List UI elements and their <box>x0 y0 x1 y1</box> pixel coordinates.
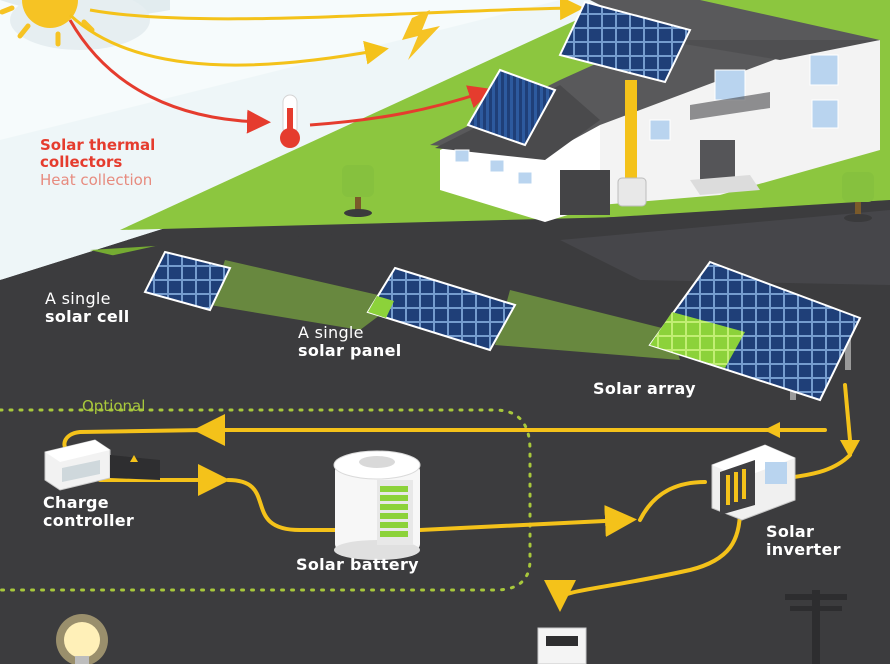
solar-battery-illustration <box>333 450 421 560</box>
optional-label: Optional <box>82 397 146 415</box>
solar-inverter-label-line2: inverter <box>766 540 841 559</box>
charge-controller-label-line1: Charge <box>43 493 109 512</box>
progression-beam <box>210 260 400 330</box>
lightning-bolt-icon <box>402 10 440 60</box>
sun-icon <box>0 0 95 47</box>
thermal-title-line1: Solar thermal <box>40 136 156 154</box>
solar-panel-label-line2: solar panel <box>298 341 402 360</box>
solar-inverter-label-line1: Solar <box>766 522 815 541</box>
sunlight-arrow-to-bolt <box>68 13 389 67</box>
progression-beam <box>495 290 680 360</box>
heat-collection-label: Heat collection <box>40 171 153 189</box>
roof-solar-panels <box>558 0 692 84</box>
solar-array-illustration <box>648 260 862 402</box>
solar-array-label-text: Solar array <box>593 379 696 398</box>
tree <box>342 165 374 217</box>
charge-controller-illustration <box>44 439 160 491</box>
heat-arrow-to-collectors <box>309 85 493 127</box>
solar-battery-label-text: Solar battery <box>296 555 419 574</box>
light-bulb-icon <box>56 614 108 664</box>
optional-boundary <box>0 408 532 592</box>
sunlight-arrow-to-panels <box>89 0 584 21</box>
charge-controller-label-line2: controller <box>43 511 135 530</box>
tree <box>842 172 874 222</box>
charge-controller-label: Charge controller <box>43 494 134 530</box>
warning-icon <box>130 455 138 462</box>
solar-cell-label-line2: solar cell <box>45 307 130 326</box>
utility-pole-icon <box>785 590 847 664</box>
solar-thermal-collectors <box>466 68 557 147</box>
electric-meter-icon <box>537 627 587 664</box>
solar-cell-label-line1: A single <box>45 289 111 308</box>
solar-panel-label: A single solar panel <box>298 324 402 360</box>
solar-panel-illustration <box>366 266 517 352</box>
solar-inverter-label: Solar inverter <box>766 523 841 559</box>
solar-cell-label: A single solar cell <box>45 290 130 326</box>
solar-panel-label-line1: A single <box>298 323 364 342</box>
solar-array-label: Solar array <box>593 380 696 398</box>
solar-thermal-collectors-label: Solar thermal collectors <box>40 137 155 171</box>
thermal-title-line2: collectors <box>40 153 123 171</box>
solar-cell-illustration <box>143 250 232 312</box>
solar-battery-label: Solar battery <box>296 556 419 574</box>
heat-arrow-to-thermometer <box>68 19 271 134</box>
thermometer-icon <box>280 94 300 148</box>
solar-inverter-illustration <box>711 444 796 521</box>
